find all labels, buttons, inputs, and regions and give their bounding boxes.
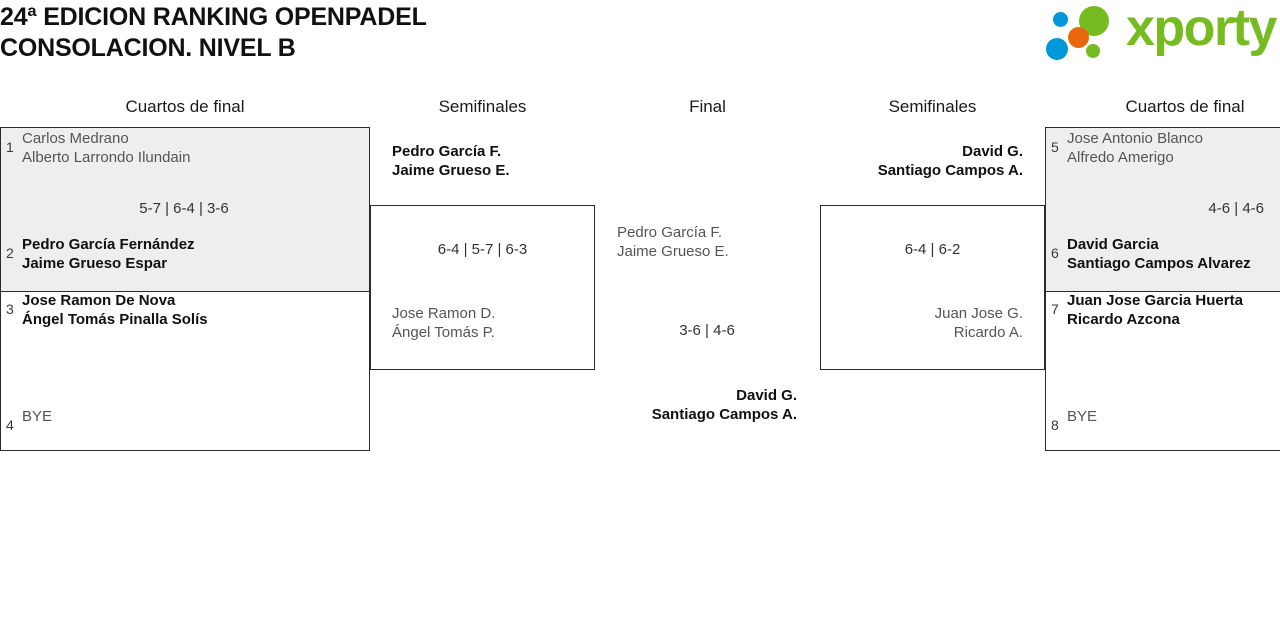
match-slot[interactable]: 7 Juan Jose Garcia Huerta Ricardo Azcona	[1051, 291, 1280, 329]
team-names: Jose Ramon D. Ángel Tomás P.	[392, 305, 496, 341]
match-slot[interactable]: 3 Jose Ramon De Nova Ángel Tomás Pinalla …	[6, 291, 362, 329]
team-names: David Garcia Santiago Campos Alvarez	[1067, 236, 1251, 272]
round-header-left-quarters: Cuartos de final	[125, 97, 245, 116]
page-title: 24ª EDICION RANKING OPENPADEL CONSOLACIO…	[0, 3, 427, 62]
logo-wordmark: xporty	[1126, 0, 1277, 57]
match-slot[interactable]: David G. Santiago Campos A.	[601, 386, 813, 424]
match-slot[interactable]: 6 David Garcia Santiago Campos Alvarez	[1051, 235, 1280, 273]
match-box-left-sf[interactable]	[370, 205, 595, 370]
xporty-logo[interactable]: xporty	[1046, 0, 1277, 64]
match-slot[interactable]: Pedro García F. Jaime Grueso E.	[376, 142, 589, 180]
match-box-right-qf2[interactable]	[1045, 291, 1280, 451]
round-header-right-semis: Semifinales	[888, 97, 977, 116]
seed-number: 2	[6, 245, 14, 261]
match-slot[interactable]: 2 Pedro García Fernández Jaime Grueso Esp…	[6, 235, 362, 273]
team-names: Carlos Medrano Alberto Larrondo Ilundain	[22, 130, 191, 166]
match-slot[interactable]: Juan Jose G. Ricardo A.	[826, 304, 1039, 342]
seed-number: 8	[1051, 417, 1059, 433]
seed-number: 6	[1051, 245, 1059, 261]
match-slot[interactable]: David G. Santiago Campos A.	[826, 142, 1039, 180]
seed-number	[797, 386, 813, 395]
match-score: 6-4 | 5-7 | 6-3	[437, 241, 528, 258]
seed-number	[1023, 142, 1039, 151]
team-names: BYE	[1067, 408, 1098, 425]
match-slot[interactable]: Pedro García F. Jaime Grueso E.	[601, 223, 813, 261]
match-box-left-qf1[interactable]	[0, 127, 370, 292]
team-names: Jose Ramon De Nova Ángel Tomás Pinalla S…	[22, 292, 208, 328]
team-names: Pedro García F. Jaime Grueso E.	[617, 224, 729, 260]
logo-blue-dot-small-icon	[1053, 12, 1068, 27]
seed-number	[601, 223, 617, 232]
match-box-left-qf2[interactable]	[0, 291, 370, 451]
match-score: 4-6 | 4-6	[1208, 200, 1264, 217]
team-names: David G. Santiago Campos A.	[877, 143, 1023, 179]
team-names: Jose Antonio Blanco Alfredo Amerigo	[1067, 130, 1203, 166]
match-slot[interactable]: 5 Jose Antonio Blanco Alfredo Amerigo	[1051, 129, 1280, 167]
team-names: Pedro García F. Jaime Grueso E.	[392, 143, 510, 179]
match-slot[interactable]: Jose Ramon D. Ángel Tomás P.	[376, 304, 589, 342]
match-slot[interactable]: 4 BYE	[6, 407, 362, 435]
seed-number: 7	[1051, 301, 1059, 317]
seed-number: 5	[1051, 139, 1059, 155]
team-names: Juan Jose Garcia Huerta Ricardo Azcona	[1067, 292, 1243, 328]
team-names: David G. Santiago Campos A.	[651, 387, 797, 423]
team-names: BYE	[22, 408, 53, 425]
seed-number: 1	[6, 139, 14, 155]
match-box-right-qf1[interactable]	[1045, 127, 1280, 292]
logo-green-dot-small-icon	[1086, 44, 1100, 58]
logo-orange-dot-icon	[1068, 27, 1089, 48]
seed-number	[376, 142, 392, 151]
match-box-right-sf[interactable]	[820, 205, 1045, 370]
team-names: Pedro García Fernández Jaime Grueso Espa…	[22, 236, 195, 272]
team-names: Juan Jose G. Ricardo A.	[934, 305, 1023, 341]
logo-blue-dot-large-icon	[1046, 38, 1068, 60]
match-score: 3-6 | 4-6	[679, 322, 735, 339]
seed-number	[376, 304, 392, 313]
round-header-final: Final	[689, 97, 726, 116]
seed-number	[1023, 304, 1039, 313]
seed-number: 3	[6, 301, 14, 317]
round-header-right-quarters: Cuartos de final	[1125, 97, 1245, 116]
match-slot[interactable]: 8 BYE	[1051, 407, 1280, 435]
match-slot[interactable]: 1 Carlos Medrano Alberto Larrondo Ilundai…	[6, 129, 362, 167]
match-score: 6-4 | 6-2	[904, 241, 961, 258]
match-score: 5-7 | 6-4 | 3-6	[139, 200, 229, 217]
round-header-left-semis: Semifinales	[438, 97, 527, 116]
seed-number: 4	[6, 417, 14, 433]
